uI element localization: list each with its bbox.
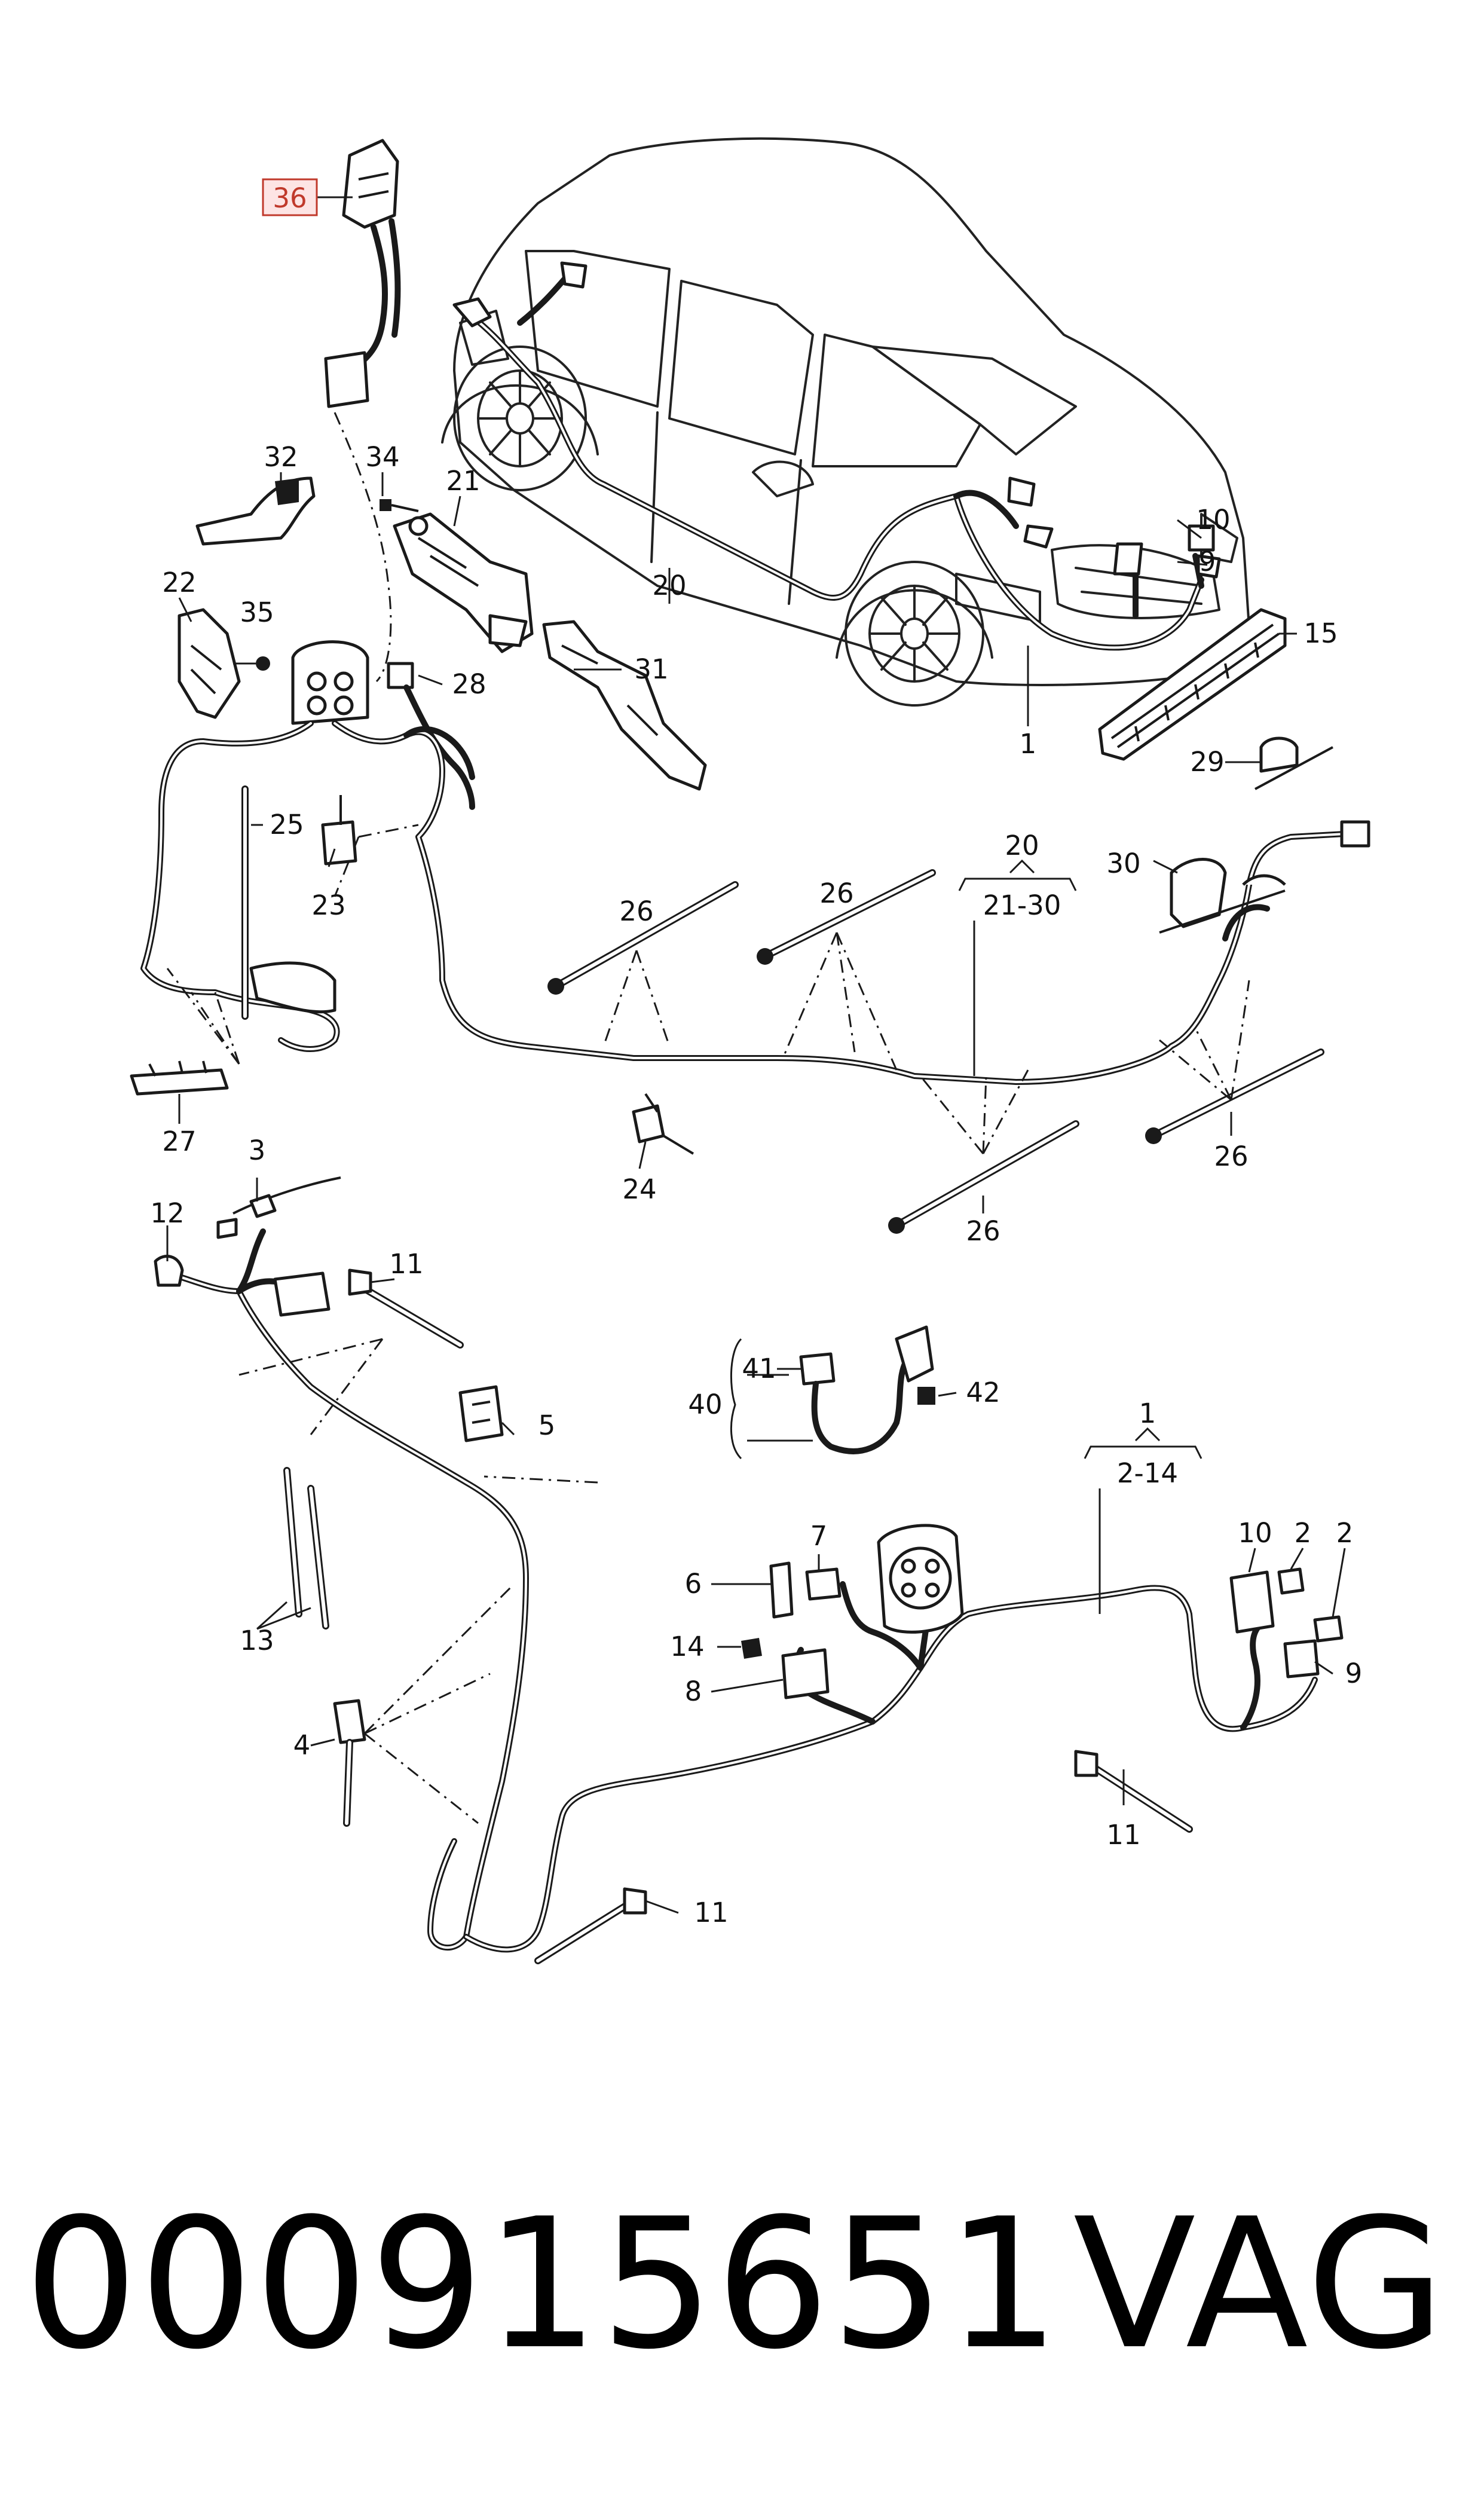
ties-13 (283, 1467, 329, 1630)
harness-1-right (794, 1570, 1320, 1732)
callout-9-b: 9 (1345, 1658, 1363, 1689)
clip-24 (632, 1093, 694, 1155)
cable-41 (799, 1325, 934, 1454)
callout-13: 13 (240, 1625, 274, 1656)
callout-4: 4 (293, 1729, 311, 1761)
callout-23: 23 (311, 889, 345, 921)
callout-22: 22 (162, 567, 196, 598)
part-number: 000915651 (24, 2180, 1061, 2389)
callout-10-car: 10 (1196, 504, 1230, 536)
callout-9-car: 9 (1199, 546, 1216, 577)
bracket-27 (130, 1060, 229, 1096)
bumper-bracket (1098, 608, 1287, 761)
clip-29 (1254, 736, 1333, 790)
callout-30: 30 (1106, 848, 1140, 879)
screw-42 (917, 1387, 935, 1405)
callout-27: 27 (162, 1126, 196, 1157)
leader-lines-1 (238, 1338, 598, 1824)
bracket-32 (195, 476, 316, 546)
charging-socket-bottom (877, 1524, 964, 1634)
callout-34: 34 (365, 441, 399, 473)
callout-7: 7 (810, 1520, 828, 1552)
bracket-30 (1159, 858, 1286, 934)
callout-31: 31 (634, 653, 668, 685)
connector-module-36 (324, 139, 401, 683)
callout-11-a: 11 (389, 1248, 423, 1280)
car-harness (452, 261, 1221, 651)
bracket-5 (458, 1385, 504, 1442)
callout-28: 28 (452, 668, 486, 700)
callout-29: 29 (1190, 746, 1224, 778)
bolt-34 (380, 499, 419, 512)
callout-leaders (166, 196, 1346, 1914)
group-brace-20 (958, 859, 1077, 1076)
callout-20-group-range: 21-30 (983, 889, 1061, 921)
callout-1-group: 1 (1139, 1398, 1156, 1429)
callout-2-a: 2 (1295, 1517, 1312, 1549)
callout-21: 21 (446, 465, 480, 497)
harness-20 (140, 720, 1370, 1085)
callout-10-b: 10 (1238, 1517, 1272, 1549)
callout-42: 42 (966, 1377, 1000, 1408)
callout-8: 8 (685, 1676, 702, 1707)
car-illustration (441, 137, 1250, 707)
callout-5: 5 (538, 1410, 556, 1441)
callout-36: 36 (273, 182, 307, 214)
callout-26-a: 26 (619, 895, 653, 927)
callout-35: 35 (240, 597, 274, 628)
brand-label: VAG (1073, 2180, 1446, 2389)
bracket-21 (393, 512, 534, 653)
callout-14: 14 (670, 1631, 704, 1662)
callout-24: 24 (622, 1173, 656, 1205)
screw-35 (233, 656, 270, 671)
callout-11-b: 11 (694, 1897, 728, 1928)
bracket-31 (542, 620, 707, 791)
callout-3: 3 (249, 1135, 266, 1166)
callout-32: 32 (264, 441, 298, 473)
highlight-box-36 (262, 178, 318, 216)
bracket-22 (178, 608, 241, 719)
clips-11 (348, 1268, 1193, 1964)
clip-3 (216, 1176, 341, 1239)
callout-1-car: 1 (1020, 728, 1037, 760)
callout-26-c: 26 (1214, 1141, 1248, 1172)
callout-26-d: 26 (966, 1215, 1000, 1247)
small-parts-lower (741, 1561, 1344, 1699)
connector-12 (154, 1255, 184, 1287)
bracket-40 (730, 1338, 813, 1460)
callout-40: 40 (688, 1389, 722, 1420)
callout-2-b: 2 (1336, 1517, 1354, 1549)
connector-28 (387, 662, 475, 810)
callout-6: 6 (685, 1568, 702, 1600)
callout-41: 41 (742, 1353, 776, 1384)
callout-12: 12 (150, 1197, 184, 1229)
callout-25: 25 (270, 809, 304, 840)
callout-20-car: 20 (652, 570, 686, 601)
callout-20-group: 20 (1005, 830, 1039, 861)
clip-4 (333, 1699, 366, 1827)
leader-lines-26 (166, 824, 1250, 1154)
charging-socket-top (291, 640, 369, 725)
callout-11-c: 11 (1106, 1819, 1140, 1851)
callout-26-b: 26 (819, 878, 853, 909)
harness-1-left (157, 1228, 876, 1953)
cable-ties-26 (547, 869, 1324, 1234)
callout-labels: 36 32 34 21 22 35 28 31 20 10 9 15 1 29 … (150, 178, 1363, 1928)
callout-1-group-range: 2-14 (1117, 1457, 1178, 1489)
callout-15: 15 (1304, 617, 1338, 649)
clip-23 (321, 795, 357, 866)
footer: 000915651 VAG (24, 2180, 1446, 2389)
group-brace-1 (1084, 1427, 1203, 1614)
